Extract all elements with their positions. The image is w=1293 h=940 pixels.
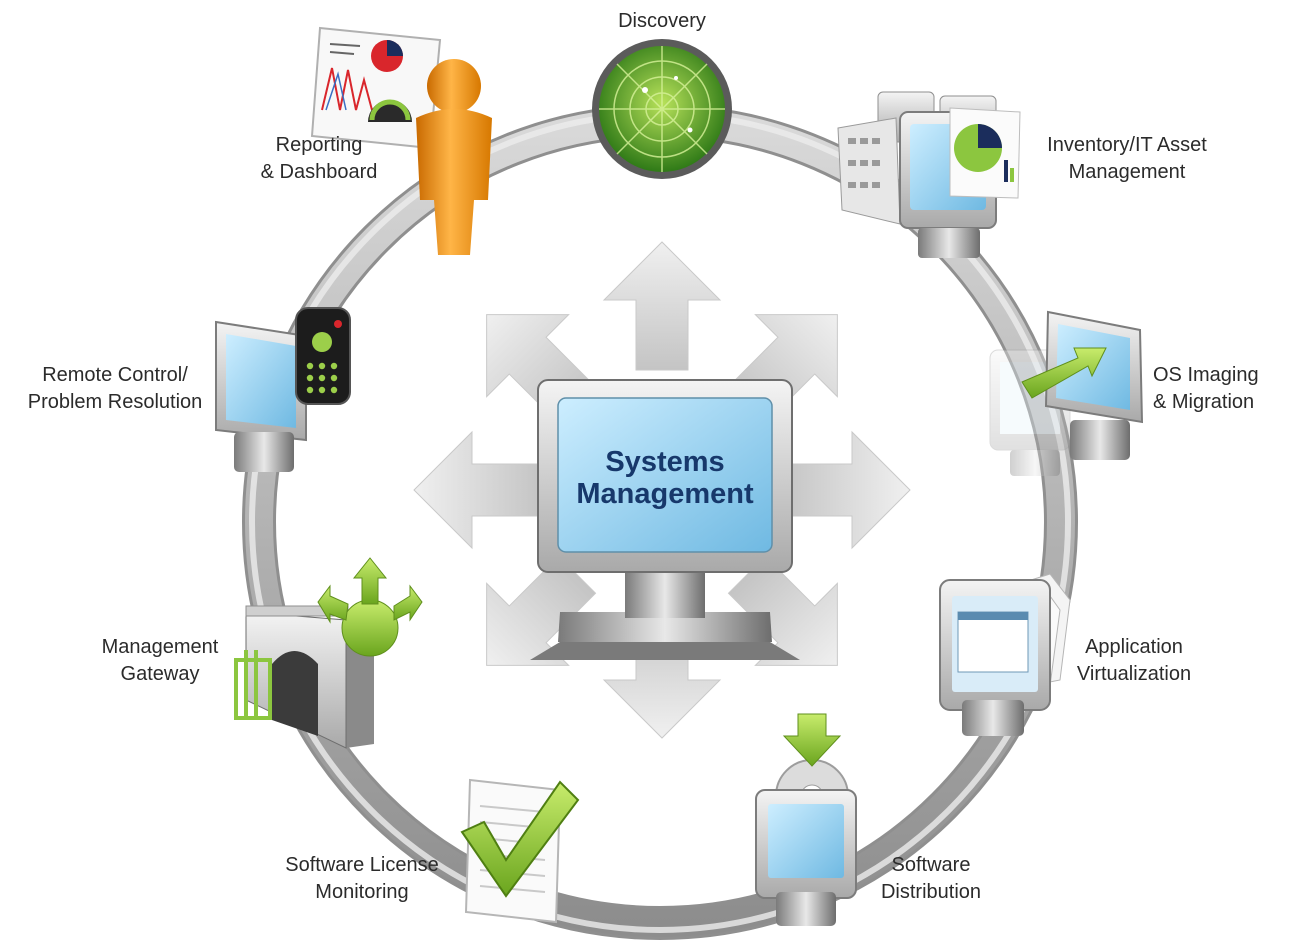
monitor-cd-download-icon xyxy=(755,713,857,926)
label-remote-control: Remote Control/ Problem Resolution xyxy=(27,364,203,413)
center-title-line-1: Systems xyxy=(605,446,725,478)
gateway-arch-icon xyxy=(234,557,423,749)
central-monitor xyxy=(530,379,800,660)
radiating-arrow-3 xyxy=(781,430,911,550)
label-license-monitoring: Software License Monitoring xyxy=(285,854,439,903)
monitor-remote-control-icon xyxy=(215,307,351,472)
monitor-windows-icon xyxy=(939,573,1071,736)
document-checkmark-icon xyxy=(460,778,580,924)
label-os-imaging: OS Imaging & Migration xyxy=(1153,364,1259,413)
label-management-gateway: Management Gateway xyxy=(101,636,219,685)
radiating-arrow-7 xyxy=(413,430,543,550)
label-software-distribution: Software Distribution xyxy=(880,854,982,903)
label-app-virtualization: Application Virtualization xyxy=(1076,636,1192,685)
label-discovery: Discovery xyxy=(618,10,706,32)
person-dashboard-icon xyxy=(310,26,492,255)
center-title-line-2: Management xyxy=(576,478,754,510)
radar-icon xyxy=(592,39,732,179)
monitor-migration-arrow-icon xyxy=(989,310,1144,476)
radiating-arrow-1 xyxy=(602,241,722,371)
server-monitor-pie-chart-icon xyxy=(837,91,1021,258)
label-reporting: Reporting & Dashboard xyxy=(260,134,378,183)
center-title: Systems Management xyxy=(558,446,772,510)
label-inventory: Inventory/IT Asset Management xyxy=(1047,134,1207,183)
radiating-arrows xyxy=(413,241,911,739)
radiating-arrow-4 xyxy=(727,555,838,666)
